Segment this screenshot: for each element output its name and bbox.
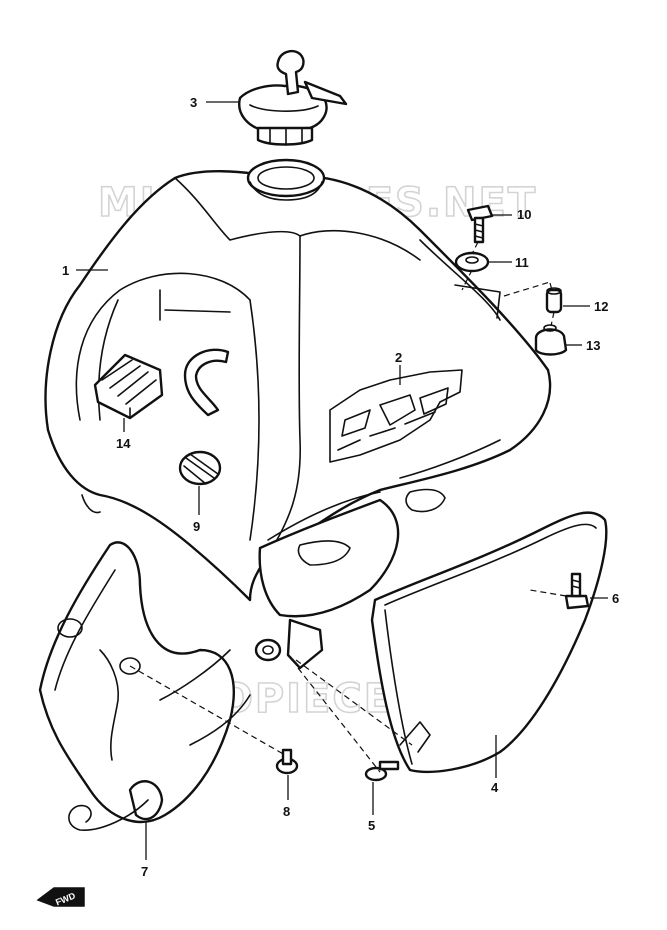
callout-1: 1 [62, 263, 69, 278]
callout-5: 5 [368, 818, 375, 833]
grommet [254, 638, 282, 662]
callout-3: 3 [190, 95, 197, 110]
tank-emblem [329, 369, 463, 463]
callout-labels: 1 2 3 4 5 6 7 8 9 10 11 12 13 14 [62, 95, 619, 879]
callout-11: 11 [515, 255, 529, 270]
damper-13 [534, 324, 568, 356]
callout-12: 12 [594, 299, 608, 314]
callout-9: 9 [193, 519, 200, 534]
cushion-11 [454, 251, 490, 273]
callout-14: 14 [116, 436, 131, 451]
screw-5 [364, 760, 400, 782]
hose-clip [183, 348, 230, 417]
callout-10: 10 [517, 207, 531, 222]
rubber-pad [93, 353, 164, 420]
filler-neck [246, 158, 326, 201]
leader-lines [76, 101, 608, 860]
callout-8: 8 [283, 804, 290, 819]
callout-7: 7 [141, 864, 148, 879]
screw-8 [275, 748, 299, 775]
fuel-cock-cap [178, 450, 222, 486]
side-cover-right [370, 511, 608, 773]
bolt-10 [466, 204, 494, 244]
side-cover-left [38, 541, 251, 831]
fuel-cap [238, 50, 348, 146]
direction-badge: FWD [36, 887, 85, 908]
fuel-tank [44, 170, 552, 670]
callout-2: 2 [395, 350, 402, 365]
callout-13: 13 [586, 338, 600, 353]
callout-4: 4 [491, 780, 499, 795]
fwd-arrow-icon [36, 887, 85, 907]
callout-6: 6 [612, 591, 619, 606]
collar-12 [545, 287, 563, 314]
screw-6 [564, 572, 590, 610]
